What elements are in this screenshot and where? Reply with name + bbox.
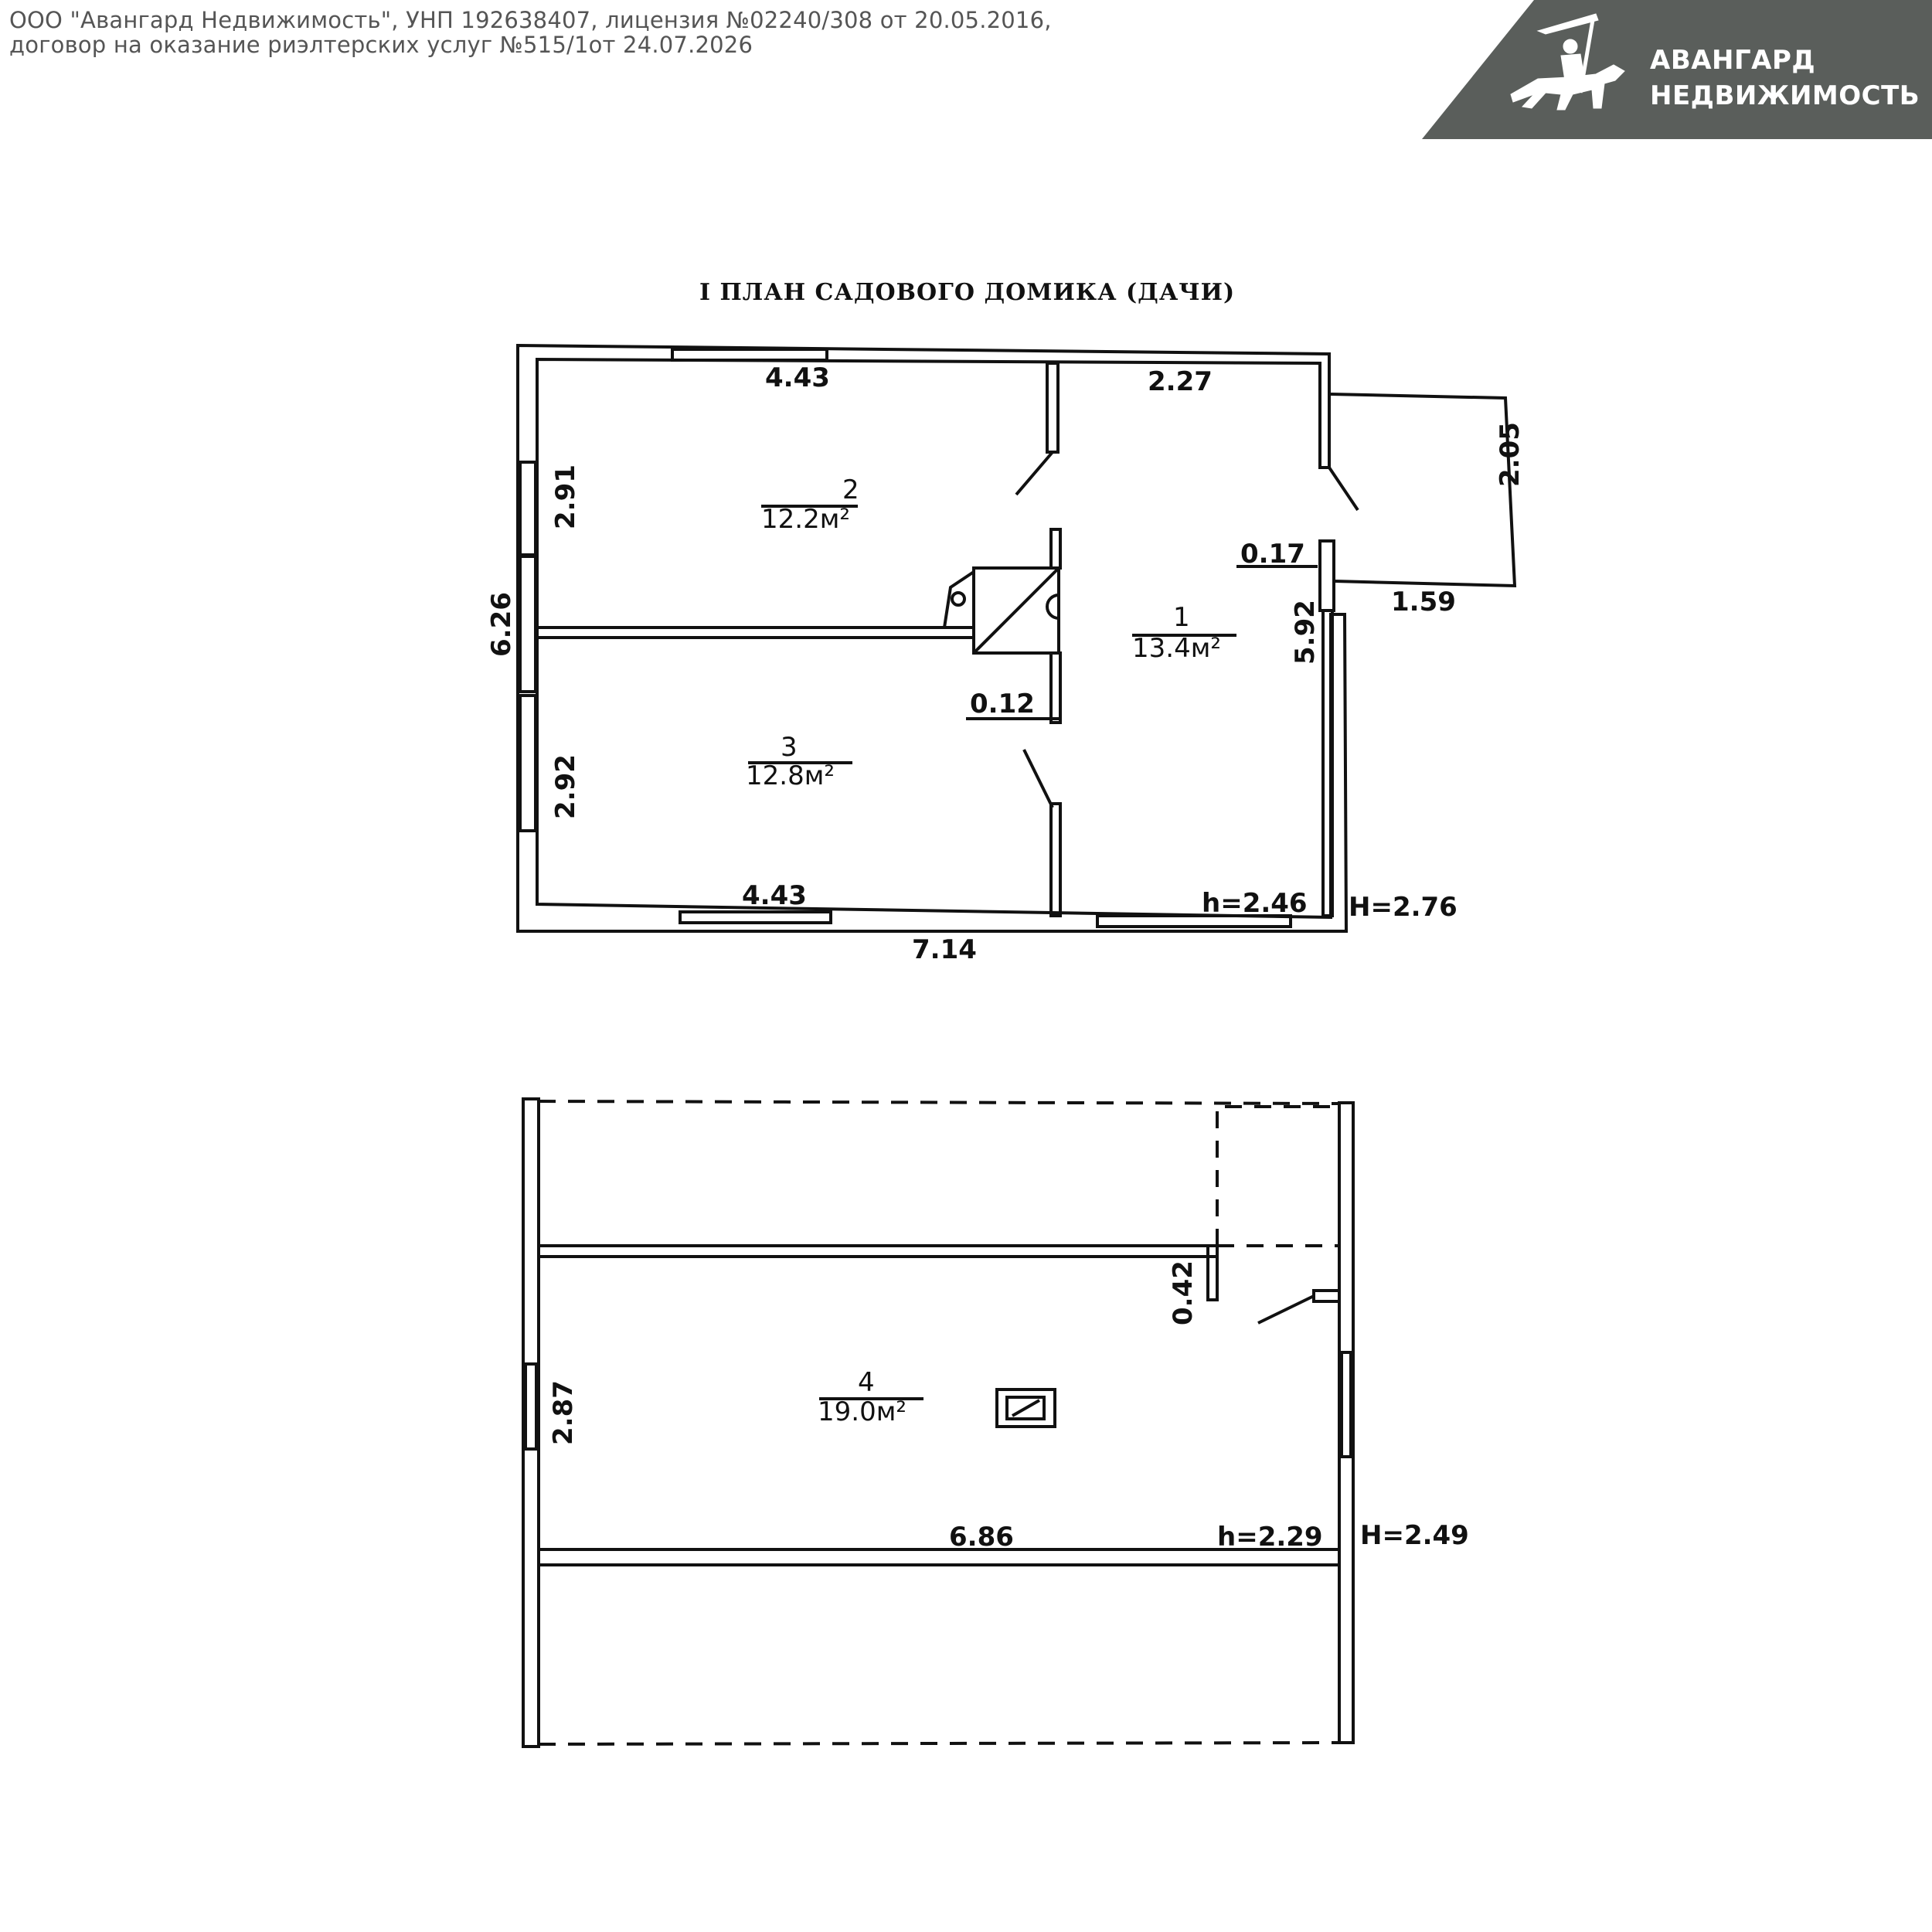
- plan-title: I ПЛАН САДОВОГО ДОМИКА (ДАЧИ): [699, 279, 1235, 306]
- dim-attic-length: 6.86: [949, 1522, 1014, 1553]
- logo-line-2: НЕДВИЖИМОСТЬ: [1650, 80, 1920, 111]
- room-4-area: 19.0м²: [818, 1396, 906, 1427]
- attic-right-wall: [1338, 1101, 1355, 1744]
- dim-partition: 0.12: [970, 689, 1035, 719]
- dim-bottom-total: 7.14: [912, 934, 977, 965]
- room-3-number: 3: [781, 732, 798, 763]
- dim-top-left: 4.43: [765, 362, 830, 393]
- knight-on-horse-icon: [1510, 13, 1625, 111]
- attic-floor-labels: 0.42 2.87 6.86 h=2.29 H=2.49 4 19.0м²: [548, 1260, 1469, 1553]
- dim-h-outer-attic: H=2.49: [1360, 1520, 1469, 1551]
- partition: [1049, 802, 1062, 917]
- door-swing: [1257, 1294, 1315, 1325]
- logo-line-1: АВАНГАРД: [1650, 45, 1816, 76]
- dim-left-lower: 2.92: [550, 754, 581, 819]
- dim-h-inner-ground: h=2.46: [1202, 888, 1308, 919]
- logo-wordmark: АВАНГАРД НЕДВИЖИМОСТЬ: [1650, 43, 1920, 114]
- dim-left-upper: 2.91: [550, 464, 581, 529]
- door-stop: [1312, 1289, 1341, 1303]
- attic-left-wall: [522, 1097, 540, 1748]
- attic-bottom-dashed: [538, 1741, 1340, 1746]
- dim-attic-left: 2.87: [548, 1380, 579, 1445]
- partition: [537, 1244, 1219, 1258]
- attic-floor-plan: [522, 1097, 1355, 1748]
- room-2-area: 12.2м²: [761, 504, 850, 535]
- dim-top-right: 2.27: [1148, 366, 1213, 397]
- window: [1318, 539, 1335, 612]
- partition: [536, 626, 975, 639]
- room-1-number: 1: [1173, 602, 1190, 633]
- dim-attic-offset: 0.42: [1168, 1260, 1199, 1325]
- dim-porch-depth: 2.05: [1495, 422, 1526, 487]
- window: [1096, 914, 1292, 928]
- window: [671, 348, 828, 362]
- dim-bottom-inner: 4.43: [742, 880, 807, 911]
- dim-0-17: 0.17: [1240, 539, 1305, 570]
- window: [519, 555, 537, 693]
- porch-outline: [1330, 393, 1517, 588]
- attic-top-dashed: [538, 1100, 1340, 1105]
- room-1-area: 13.4м²: [1132, 633, 1221, 664]
- partition: [1049, 528, 1062, 570]
- door-swing: [1328, 466, 1359, 512]
- door-swing: [1015, 451, 1054, 496]
- attic-dashed-box: [1216, 1105, 1339, 1246]
- room-2-number: 2: [842, 474, 859, 505]
- logo-banner: [1422, 0, 1932, 139]
- dim-right-height: 5.92: [1290, 600, 1321, 665]
- agency-legal-line-2: договор на оказание риэлтерских услуг №5…: [9, 32, 753, 58]
- door-swing: [1022, 749, 1054, 808]
- dim-h-inner-attic: h=2.29: [1217, 1522, 1323, 1553]
- window: [519, 694, 537, 832]
- partition: [1046, 362, 1060, 454]
- chimney: [995, 1388, 1056, 1428]
- dim-left-total: 6.26: [486, 592, 517, 657]
- room-4-number: 4: [858, 1367, 875, 1398]
- window: [679, 910, 832, 924]
- window: [1340, 1351, 1352, 1458]
- dim-h-outer-ground: H=2.76: [1349, 892, 1458, 923]
- agency-legal-notice: ООО "Авангард Недвижимость", УНП 1926384…: [9, 8, 1052, 57]
- agency-legal-line-1: ООО "Авангард Недвижимость", УНП 1926384…: [9, 7, 1052, 33]
- partition: [1206, 1244, 1219, 1301]
- ground-floor-plan: [516, 343, 1517, 933]
- stove: [972, 566, 1060, 655]
- room-3-area: 12.8м²: [746, 760, 835, 791]
- dim-porch-width: 1.59: [1391, 587, 1456, 617]
- partition: [1049, 651, 1062, 724]
- wall-strip: [1321, 609, 1334, 917]
- ground-floor-labels: 4.43 2.27 2.05 1.59 0.17 5.92 6.26 2.91 …: [486, 362, 1526, 965]
- attic-lower-partition: [537, 1548, 1341, 1566]
- window: [519, 461, 537, 556]
- window: [524, 1362, 538, 1451]
